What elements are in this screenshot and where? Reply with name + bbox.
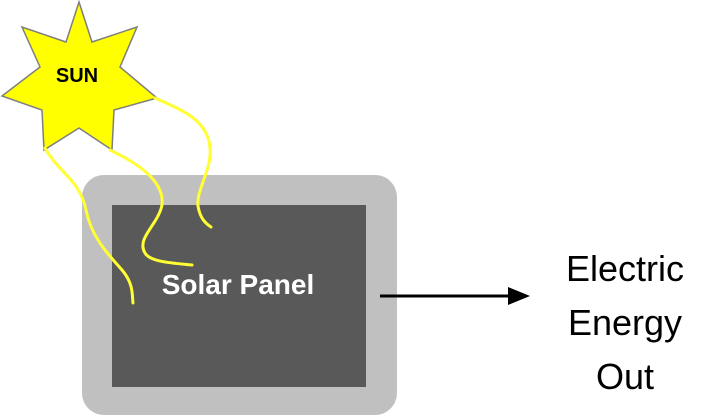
sunray-line (153, 96, 213, 229)
sun-label: SUN (56, 65, 98, 87)
sun-icon (0, 0, 159, 152)
output-label-line: Electric (565, 248, 685, 289)
output-label-line: Energy (567, 302, 683, 343)
solar-panel-label: Solar Panel (162, 269, 315, 300)
sunray-line (43, 146, 135, 305)
energy-output-arrow-head (508, 287, 530, 305)
sunray-line (108, 148, 194, 267)
solar-panel-surface (112, 205, 366, 387)
electric-energy-out-label: Electric Energy Out (535, 242, 703, 404)
output-label-line: Out (595, 356, 655, 397)
